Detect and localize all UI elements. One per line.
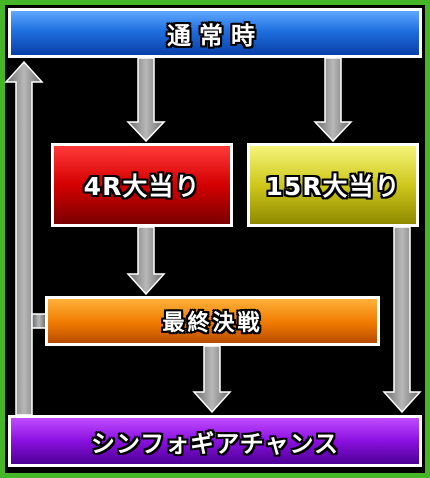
node-final-battle: 最終決戦 xyxy=(45,296,380,346)
connector-final-to-trunk xyxy=(31,313,47,329)
arrow-chance-to-normal xyxy=(4,60,44,416)
node-symphogear-chance: シンフォギアチャンス xyxy=(8,415,422,467)
arrow-normal-to-15r xyxy=(313,57,353,143)
arrow-4r-to-final xyxy=(126,226,166,296)
node-4r-jackpot: 4R大当り xyxy=(51,143,233,227)
arrow-15r-to-chance xyxy=(382,226,422,414)
node-15r-jackpot: 15R大当り xyxy=(247,143,419,227)
node-normal: 通常時 xyxy=(8,8,422,58)
arrow-final-to-chance xyxy=(192,345,232,414)
arrow-normal-to-4r xyxy=(126,57,166,143)
